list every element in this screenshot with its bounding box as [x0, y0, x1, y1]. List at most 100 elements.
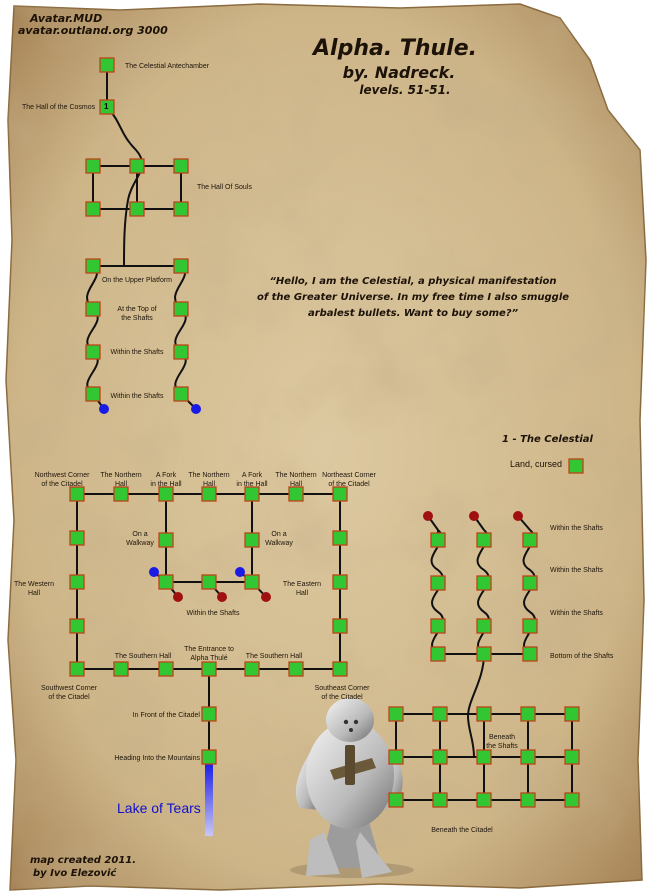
legend-land-label: Land, cursed [510, 459, 563, 469]
celestial-quote-line-3: arbalest bullets. Want to buy some?” [307, 308, 519, 319]
map-room [69, 618, 85, 634]
room-label-beneath-citadel: Beneath the Citadel [431, 827, 493, 834]
map-room [244, 486, 260, 502]
mud-address: avatar.outland.org 3000 [18, 24, 168, 37]
map-room [85, 386, 101, 402]
room-label-eastern-hall-1: The Eastern [282, 581, 322, 588]
map-room [85, 158, 101, 174]
room-label-entrance-1: The Entrance to [184, 646, 234, 653]
map-room [564, 792, 580, 808]
map-room [332, 661, 348, 677]
room-label-northern-hall-w-1: The Northern [100, 472, 142, 479]
room-label-northern-hall-c-2: Hall [202, 481, 216, 488]
room-label-heading-mountains: Heading Into the Mountains [114, 755, 200, 762]
map-room [173, 344, 189, 360]
map-rooms [69, 57, 584, 808]
map-room [388, 749, 404, 765]
room-label-nw-corner-2: of the Citadel [41, 481, 83, 488]
map-room [476, 618, 492, 634]
down-exit-marker [191, 404, 201, 414]
room-label-bottom-shafts: Bottom of the Shafts [550, 653, 614, 660]
map-room [430, 618, 446, 634]
map-room [69, 574, 85, 590]
room-label-northern-hall-e-2: Hall [289, 481, 303, 488]
map-room [158, 661, 174, 677]
down-exit-marker [99, 404, 109, 414]
room-label-top-of-shafts-1: At the Top of [117, 306, 157, 313]
map-room [113, 486, 129, 502]
room-label-walkway-w-1: On a [132, 531, 148, 538]
up-exit-marker [423, 511, 433, 521]
room-label-western-hall-1: The Western [14, 581, 54, 588]
celestial-quote-line-2: of the Greater Universe. In my free time… [256, 292, 570, 303]
room-label-shafts-r1: Within the Shafts [550, 525, 603, 532]
room-label-eastern-hall-2: Hall [295, 590, 309, 597]
map-room [69, 661, 85, 677]
map-room [173, 386, 189, 402]
map-room [432, 792, 448, 808]
map-room [476, 575, 492, 591]
lake-label: Lake of Tears [117, 800, 201, 816]
room-label-sw-corner-1: Southwest Corner [40, 685, 98, 692]
map-room [129, 201, 145, 217]
map-room [564, 706, 580, 722]
room-label-entrance-2: Alpha Thulé [190, 655, 228, 662]
map-room [522, 646, 538, 662]
map-room [129, 158, 145, 174]
up-exit-marker [513, 511, 523, 521]
room-label-within-shafts-a: Within the Shafts [110, 349, 164, 356]
room-label-celestial-antechamber: The Celestial Antechamber [125, 63, 210, 70]
map-room [430, 646, 446, 662]
map-room [244, 532, 260, 548]
room-label-within-shafts-inner: Within the Shafts [186, 610, 240, 617]
map-room [476, 646, 492, 662]
map-room [69, 530, 85, 546]
room-label-beneath-shafts-1: Beneath [488, 734, 516, 741]
room-label-fork-w-1: A Fork [155, 472, 177, 479]
room-label-hall-of-cosmos: The Hall of the Cosmos [22, 104, 96, 111]
map-room [522, 532, 538, 548]
area-title: Alpha. Thule. [313, 36, 477, 61]
map-room [520, 749, 536, 765]
map-room [430, 575, 446, 591]
map-room [476, 749, 492, 765]
room-label-nw-corner-1: Northwest Corner [34, 472, 90, 479]
legend-land-swatch [568, 458, 584, 474]
map-room [522, 618, 538, 634]
map-room [201, 574, 217, 590]
map-room [158, 532, 174, 548]
map-room [476, 706, 492, 722]
map-room [520, 706, 536, 722]
room-label-northern-hall-w-2: Hall [114, 481, 128, 488]
room-label-ne-corner-2: of the Citadel [328, 481, 370, 488]
map-room [332, 486, 348, 502]
map-room [201, 749, 217, 765]
room-label-southern-hall-w: The Southern Hall [114, 653, 172, 660]
map-room [244, 661, 260, 677]
room-label-shafts-r2: Within the Shafts [550, 567, 603, 574]
map-room [113, 661, 129, 677]
room-label-beneath-shafts-2: the Shafts [486, 743, 518, 750]
map-room [99, 99, 115, 115]
celestial-quote-line-1: “Hello, I am the Celestial, a physical m… [269, 276, 557, 287]
up-exit-marker [217, 592, 227, 602]
room-label-sw-corner-2: of the Citadel [48, 694, 90, 701]
map-room [332, 618, 348, 634]
lake-river [205, 762, 213, 836]
up-exit-marker [469, 511, 479, 521]
room-label-se-corner-2: of the Citadel [321, 694, 363, 701]
room-label-within-shafts-b: Within the Shafts [110, 393, 164, 400]
celestial-golem-illustration [290, 698, 414, 878]
map-room [158, 486, 174, 502]
map-room [332, 530, 348, 546]
map-room [173, 201, 189, 217]
room-label-shafts-r3: Within the Shafts [550, 610, 603, 617]
mob-marker-celestial: 1 [104, 102, 109, 111]
credits-line-2: by Ivo Elezović [33, 868, 117, 879]
legend-mob-entry: 1 - The Celestial [502, 434, 593, 445]
map-room [432, 706, 448, 722]
down-exit-marker [149, 567, 159, 577]
room-label-northern-hall-e-1: The Northern [275, 472, 317, 479]
area-author: by. Nadreck. [342, 63, 456, 82]
